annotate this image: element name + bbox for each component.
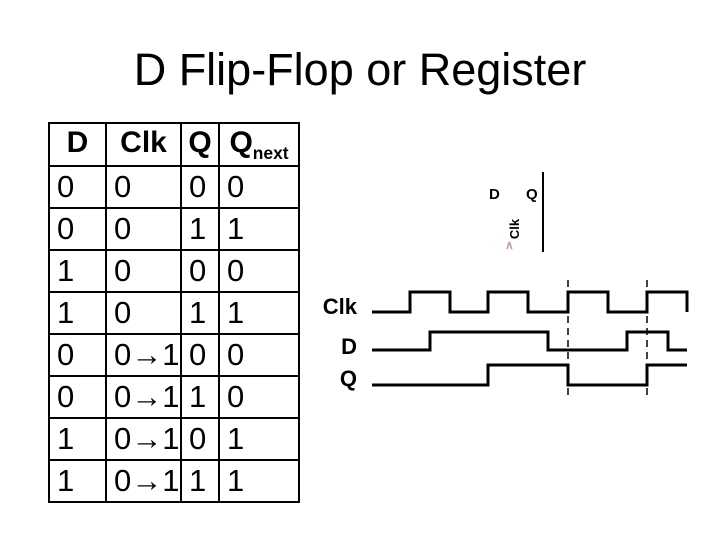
column-header-clk: Clk	[105, 122, 182, 167]
table-cell: 0	[180, 165, 220, 209]
table-cell: 1	[218, 207, 300, 251]
table-cell: 1	[48, 249, 107, 293]
flipflop-d-label: D	[489, 186, 500, 203]
table-cell: 0→1	[105, 417, 182, 461]
header-text: D	[66, 125, 89, 159]
timing-q-label: Q	[339, 366, 357, 391]
flipflop-q-label: Q	[526, 186, 538, 203]
truth-table-header-row: D Clk Q Qnext	[48, 122, 300, 167]
timing-d-label: D	[341, 334, 357, 359]
header-subscript: next	[252, 142, 289, 163]
column-header-q: Q	[180, 122, 220, 167]
table-cell: 0	[218, 165, 300, 209]
table-cell: 0	[105, 291, 182, 335]
waveform-clk	[372, 290, 689, 314]
truth-table-row: 1 0→1 1 1	[48, 459, 300, 503]
flipflop-output-line	[542, 172, 544, 252]
table-cell: 0	[48, 333, 107, 377]
table-cell: 1	[48, 459, 107, 503]
truth-table-row: 0 0 0 0	[48, 165, 300, 209]
clock-edge-triangle-icon: ∧	[505, 238, 514, 252]
truth-table-row: 0 0→1 1 0	[48, 375, 300, 419]
waveform-q	[372, 363, 687, 387]
table-cell: 0→1	[105, 375, 182, 419]
truth-table-row: 0 0→1 0 0	[48, 333, 300, 377]
truth-table-row: 0 0 1 1	[48, 207, 300, 251]
table-cell: 0	[48, 207, 107, 251]
table-cell: 1	[180, 291, 220, 335]
table-cell: 0→1	[105, 459, 182, 503]
table-cell: 0	[48, 375, 107, 419]
column-header-qnext: Qnext	[218, 122, 300, 167]
table-cell: 0	[180, 417, 220, 461]
table-cell: 1	[218, 417, 300, 461]
table-cell: 1	[180, 207, 220, 251]
table-cell: 1	[218, 291, 300, 335]
table-cell: 1	[180, 375, 220, 419]
table-cell: 1	[180, 459, 220, 503]
column-header-d: D	[48, 122, 107, 167]
table-cell: 0→1	[105, 333, 182, 377]
table-cell: 0	[180, 249, 220, 293]
truth-table-row: 1 0 0 0	[48, 249, 300, 293]
table-cell: 0	[218, 333, 300, 377]
header-text: Q	[229, 125, 253, 159]
header-text: Clk	[120, 125, 167, 159]
table-cell: 0	[48, 165, 107, 209]
table-cell: 1	[48, 417, 107, 461]
truth-table-row: 1 0→1 0 1	[48, 417, 300, 461]
header-text: Q	[188, 125, 212, 159]
table-cell: 1	[48, 291, 107, 335]
truth-table-row: 1 0 1 1	[48, 291, 300, 335]
waveform-d	[372, 330, 687, 352]
truth-table: D Clk Q Qnext 0 0 0 0 0 0 1 1 1 0 0	[48, 122, 300, 503]
table-cell: 0	[218, 249, 300, 293]
slide-title: D Flip-Flop or Register	[133, 44, 587, 95]
table-cell: 0	[105, 165, 182, 209]
timing-clk-label: Clk	[322, 294, 357, 319]
table-cell: 0	[180, 333, 220, 377]
table-cell: 1	[218, 459, 300, 503]
table-cell: 0	[105, 207, 182, 251]
table-cell: 0	[218, 375, 300, 419]
table-cell: 0	[105, 249, 182, 293]
